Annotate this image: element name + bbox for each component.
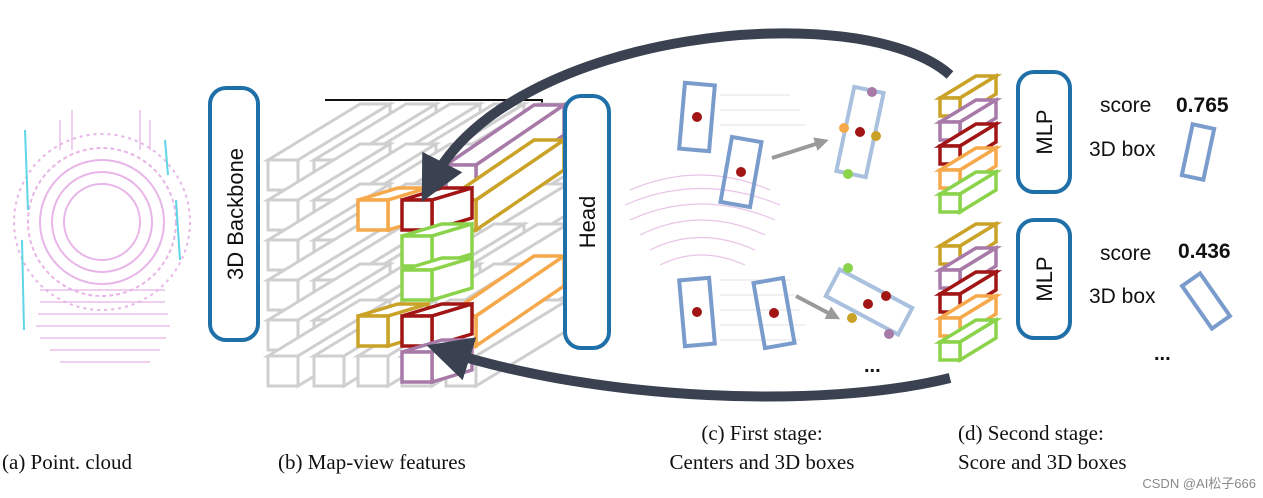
box-label-top: 3D box — [1089, 138, 1156, 161]
first-stage-scene: ... — [624, 80, 915, 377]
caption-c-line1: (c) First stage: — [701, 421, 822, 445]
mlp-label-top: MLP — [1032, 109, 1057, 154]
score-label-bottom: score — [1100, 242, 1151, 265]
point-feature-stack-bottom — [933, 220, 1003, 364]
box-label-bottom: 3D box — [1089, 285, 1156, 308]
backbone-label: 3D Backbone — [223, 148, 248, 280]
center-dot — [692, 307, 702, 317]
feedback-arrow-top — [421, 28, 954, 203]
stacked-point-feature — [933, 168, 1003, 216]
feedback-arrow-bottom — [426, 337, 952, 402]
refined-box — [823, 266, 915, 338]
stacked-point-feature — [933, 316, 1003, 364]
highlight-feature-cell — [400, 255, 474, 303]
center-box — [718, 134, 764, 210]
center-box — [677, 275, 717, 349]
highlight-feature-cell — [400, 301, 474, 349]
caption-c-line2: Centers and 3D boxes — [670, 450, 855, 474]
backbone-module — [208, 86, 260, 342]
center-dot — [692, 112, 702, 122]
mlp-module-top — [1016, 70, 1072, 194]
stage2-ellipsis: ... — [1154, 343, 1171, 365]
score-value-top: 0.765 — [1176, 94, 1229, 117]
stage1-ellipsis: ... — [864, 355, 881, 377]
refine-arrow — [795, 294, 841, 320]
score-label-top: score — [1100, 94, 1151, 117]
point-cloud — [13, 110, 191, 363]
output-box-top — [1179, 121, 1217, 183]
mlp-label-bottom: MLP — [1032, 256, 1057, 301]
head-label: Head — [575, 196, 600, 249]
caption-d-line1: (d) Second stage: — [958, 421, 1104, 445]
center-dot — [736, 167, 746, 177]
caption-a: (a) Point. cloud — [2, 450, 133, 474]
feature-grid — [262, 99, 574, 389]
score-value-bottom: 0.436 — [1178, 240, 1231, 263]
watermark: CSDN @AI松子666 — [1142, 476, 1256, 491]
center-box — [751, 275, 797, 351]
caption-d-line2: Score and 3D boxes — [958, 450, 1127, 474]
refine-arrow — [771, 137, 829, 160]
caption-b: (b) Map-view features — [278, 450, 466, 474]
center-dot — [769, 308, 779, 318]
center-box — [677, 80, 717, 154]
point-feature-stack-top — [933, 72, 1003, 216]
head-module — [563, 94, 611, 350]
output-box-bottom — [1179, 270, 1233, 332]
mlp-module-bottom — [1016, 218, 1072, 340]
